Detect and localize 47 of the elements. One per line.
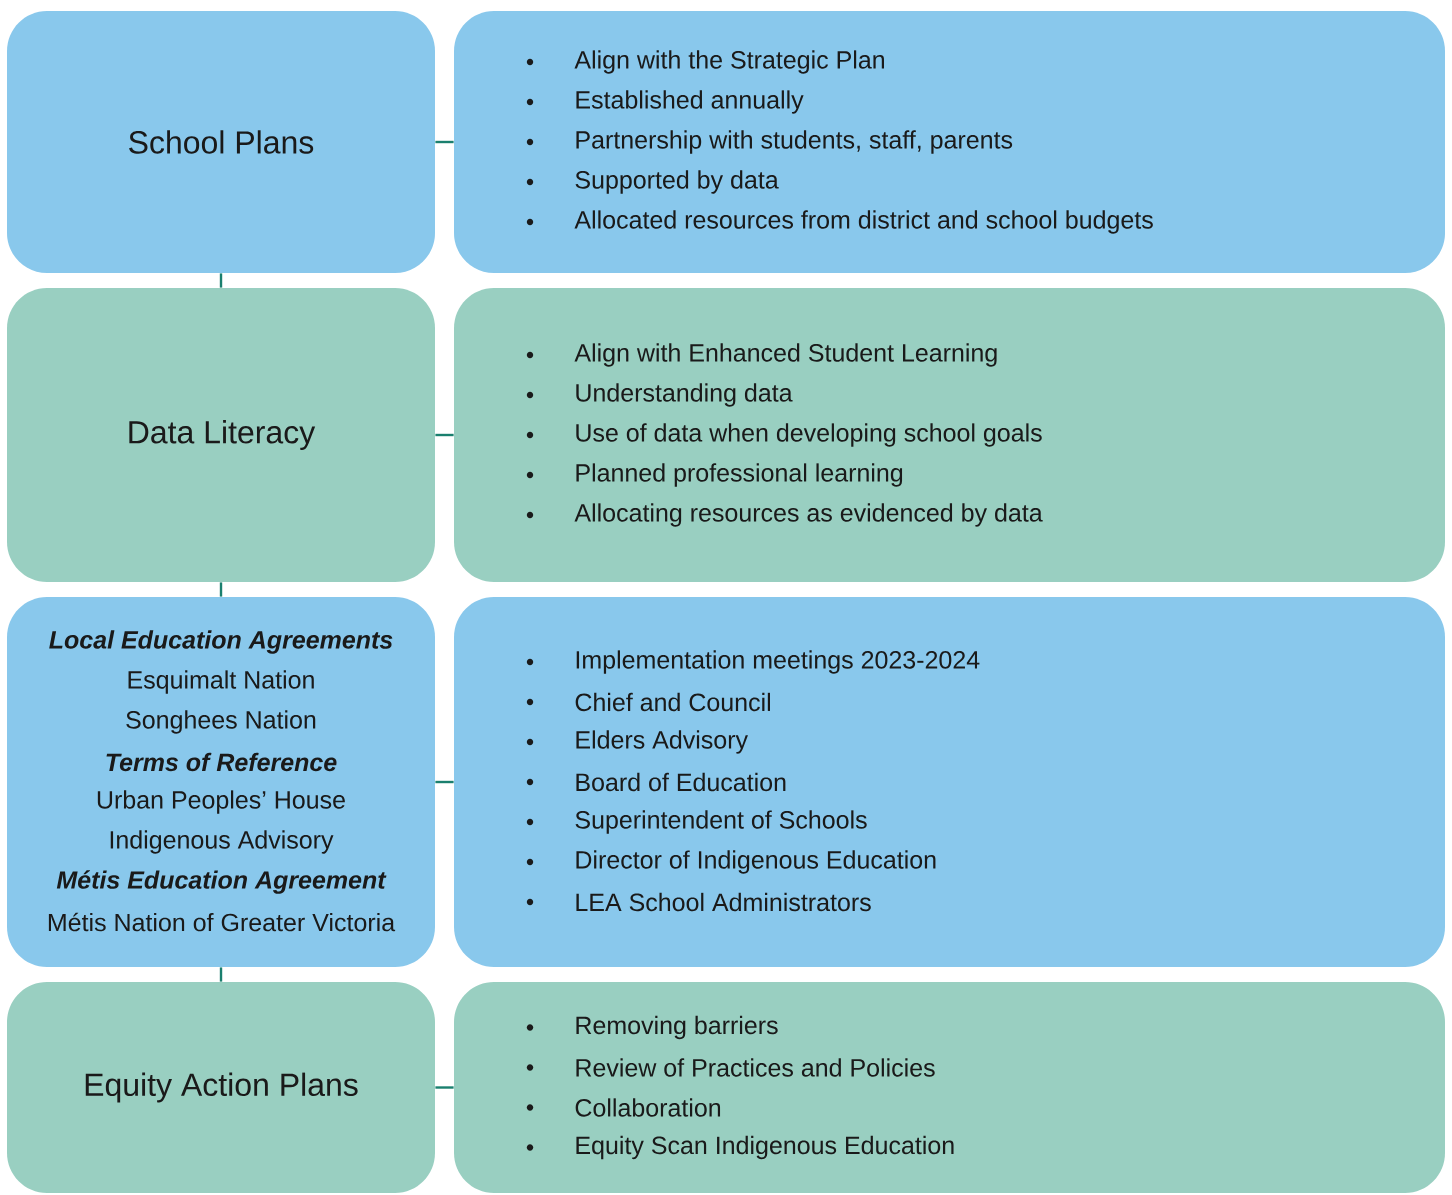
bullet-item: Elders Advisory xyxy=(526,730,748,754)
box-title: Data Literacy xyxy=(129,420,316,450)
connector-line xyxy=(219,273,223,288)
bullet-item: Understanding data xyxy=(526,383,793,407)
bullet-item: Chief and Council xyxy=(526,692,770,712)
bullet-item: Implementation meetings 2023-2024 xyxy=(526,650,980,674)
bullet-item: Director of Indigenous Education xyxy=(526,850,936,874)
bullet-item: Align with Enhanced Student Learning xyxy=(526,343,997,367)
bullet-item: Align with the Strategic Plan xyxy=(526,50,884,74)
bullet-item: Review of Practices and Policies xyxy=(526,1058,935,1077)
text-line: Métis Nation of Greater Victoria xyxy=(48,912,396,932)
text-line: Indigenous Advisory xyxy=(110,830,334,854)
bullet-item: Partnership with students, staff, parents xyxy=(526,130,1013,154)
rounded-box xyxy=(454,982,1445,1193)
bullet-item: LEA School Administrators xyxy=(526,892,871,912)
bullet-item: Removing barriers xyxy=(526,1015,778,1040)
heading: Local Education Agreements xyxy=(49,630,393,654)
rounded-box xyxy=(454,597,1445,967)
rounded-box xyxy=(454,11,1445,273)
text-line: Urban Peoples’ House xyxy=(97,790,345,814)
text-line: Songhees Nation xyxy=(126,710,316,734)
bullet-item: Use of data when developing school goals xyxy=(526,423,1042,447)
connector-line xyxy=(219,582,223,597)
bullet-item: Collaboration xyxy=(526,1098,721,1117)
heading: Terms of Reference xyxy=(106,752,337,772)
connector-line xyxy=(435,780,454,784)
rounded-box xyxy=(7,288,435,582)
bullet-item: Superintendent of Schools xyxy=(526,810,867,834)
rounded-box xyxy=(454,288,1445,582)
bullet-item: Planned professional learning xyxy=(526,463,903,487)
box-title: School Plans xyxy=(129,130,314,154)
bullet-item: Board of Education xyxy=(526,772,786,792)
bullet-item: Allocated resources from district and school budgets xyxy=(526,210,1153,234)
bullet-item: Allocating resources as evidenced by data xyxy=(526,503,1043,527)
bullet-item: Established annually xyxy=(526,90,804,114)
bullet-item: Supported by data xyxy=(526,170,779,194)
rounded-box xyxy=(7,11,435,273)
rounded-box xyxy=(7,597,435,967)
bullet-item: Equity Scan Indigenous Education xyxy=(526,1135,954,1160)
rounded-box xyxy=(7,982,435,1193)
connector-line xyxy=(219,967,223,982)
text-line: Esquimalt Nation xyxy=(128,670,314,694)
connector-line xyxy=(435,433,454,437)
heading: Métis Education Agreement xyxy=(56,870,387,894)
connector-line xyxy=(435,140,454,144)
connector-line xyxy=(435,1086,454,1089)
box-title: Equity Action Plans xyxy=(85,1072,358,1103)
